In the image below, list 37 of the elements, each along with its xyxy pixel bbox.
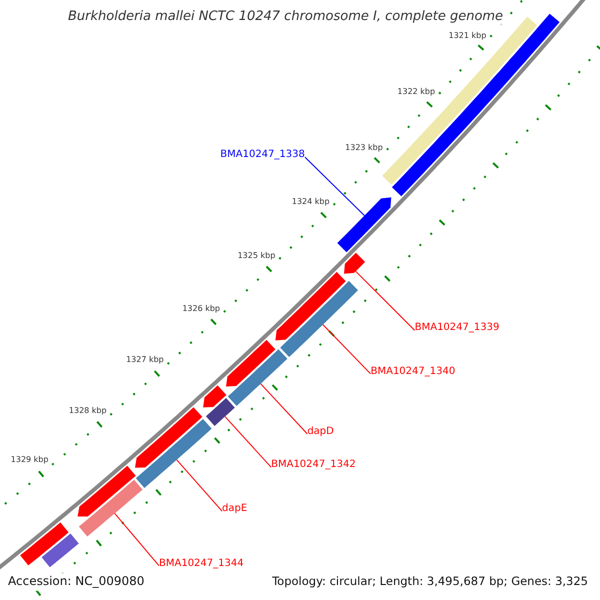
scale-label: 1329 kbp [10, 455, 48, 466]
gene-label: BMA10247_1338 [220, 149, 305, 162]
leader-line [355, 270, 416, 331]
gene-feature [206, 398, 235, 426]
leader-line [114, 512, 160, 566]
scale-label: 1326 kbp [182, 304, 220, 314]
gene-feature [226, 340, 276, 386]
scale-label: 1327 kbp [126, 355, 164, 366]
gene-feature [228, 349, 288, 406]
scale-label: 1323 kbp [345, 142, 383, 153]
gene-feature [280, 280, 358, 357]
gene-feature [203, 385, 226, 408]
leader-line [176, 459, 223, 512]
gene-feature [275, 272, 346, 340]
gene-feature [344, 252, 366, 274]
gene-label: dapE [222, 503, 248, 516]
gene-feature [78, 480, 143, 536]
leader-line [224, 416, 272, 468]
scale-label: 1328 kbp [68, 406, 107, 416]
leader-line [304, 156, 365, 216]
gene-feature [20, 522, 69, 566]
gene-feature [42, 534, 79, 568]
gene-label: BMA10247_1342 [271, 459, 356, 472]
gene-feature [135, 407, 202, 468]
leader-line [260, 383, 308, 434]
leader-line [322, 324, 372, 374]
gene-label: BMA10247_1344 [159, 558, 244, 570]
gene-label: BMA10247_1340 [370, 366, 456, 378]
scale-label: 1322 kbp [397, 87, 436, 98]
gene-label: BMA10247_1339 [414, 322, 500, 334]
gene-feature [337, 197, 392, 252]
scale-label: 1325 kbp [238, 251, 276, 262]
scale-label: 1321 kbp [448, 30, 486, 41]
gene-label: dapD [307, 426, 334, 438]
gene-feature [136, 419, 212, 488]
scale-label: 1324 kbp [292, 197, 330, 208]
gene-feature [78, 466, 136, 516]
